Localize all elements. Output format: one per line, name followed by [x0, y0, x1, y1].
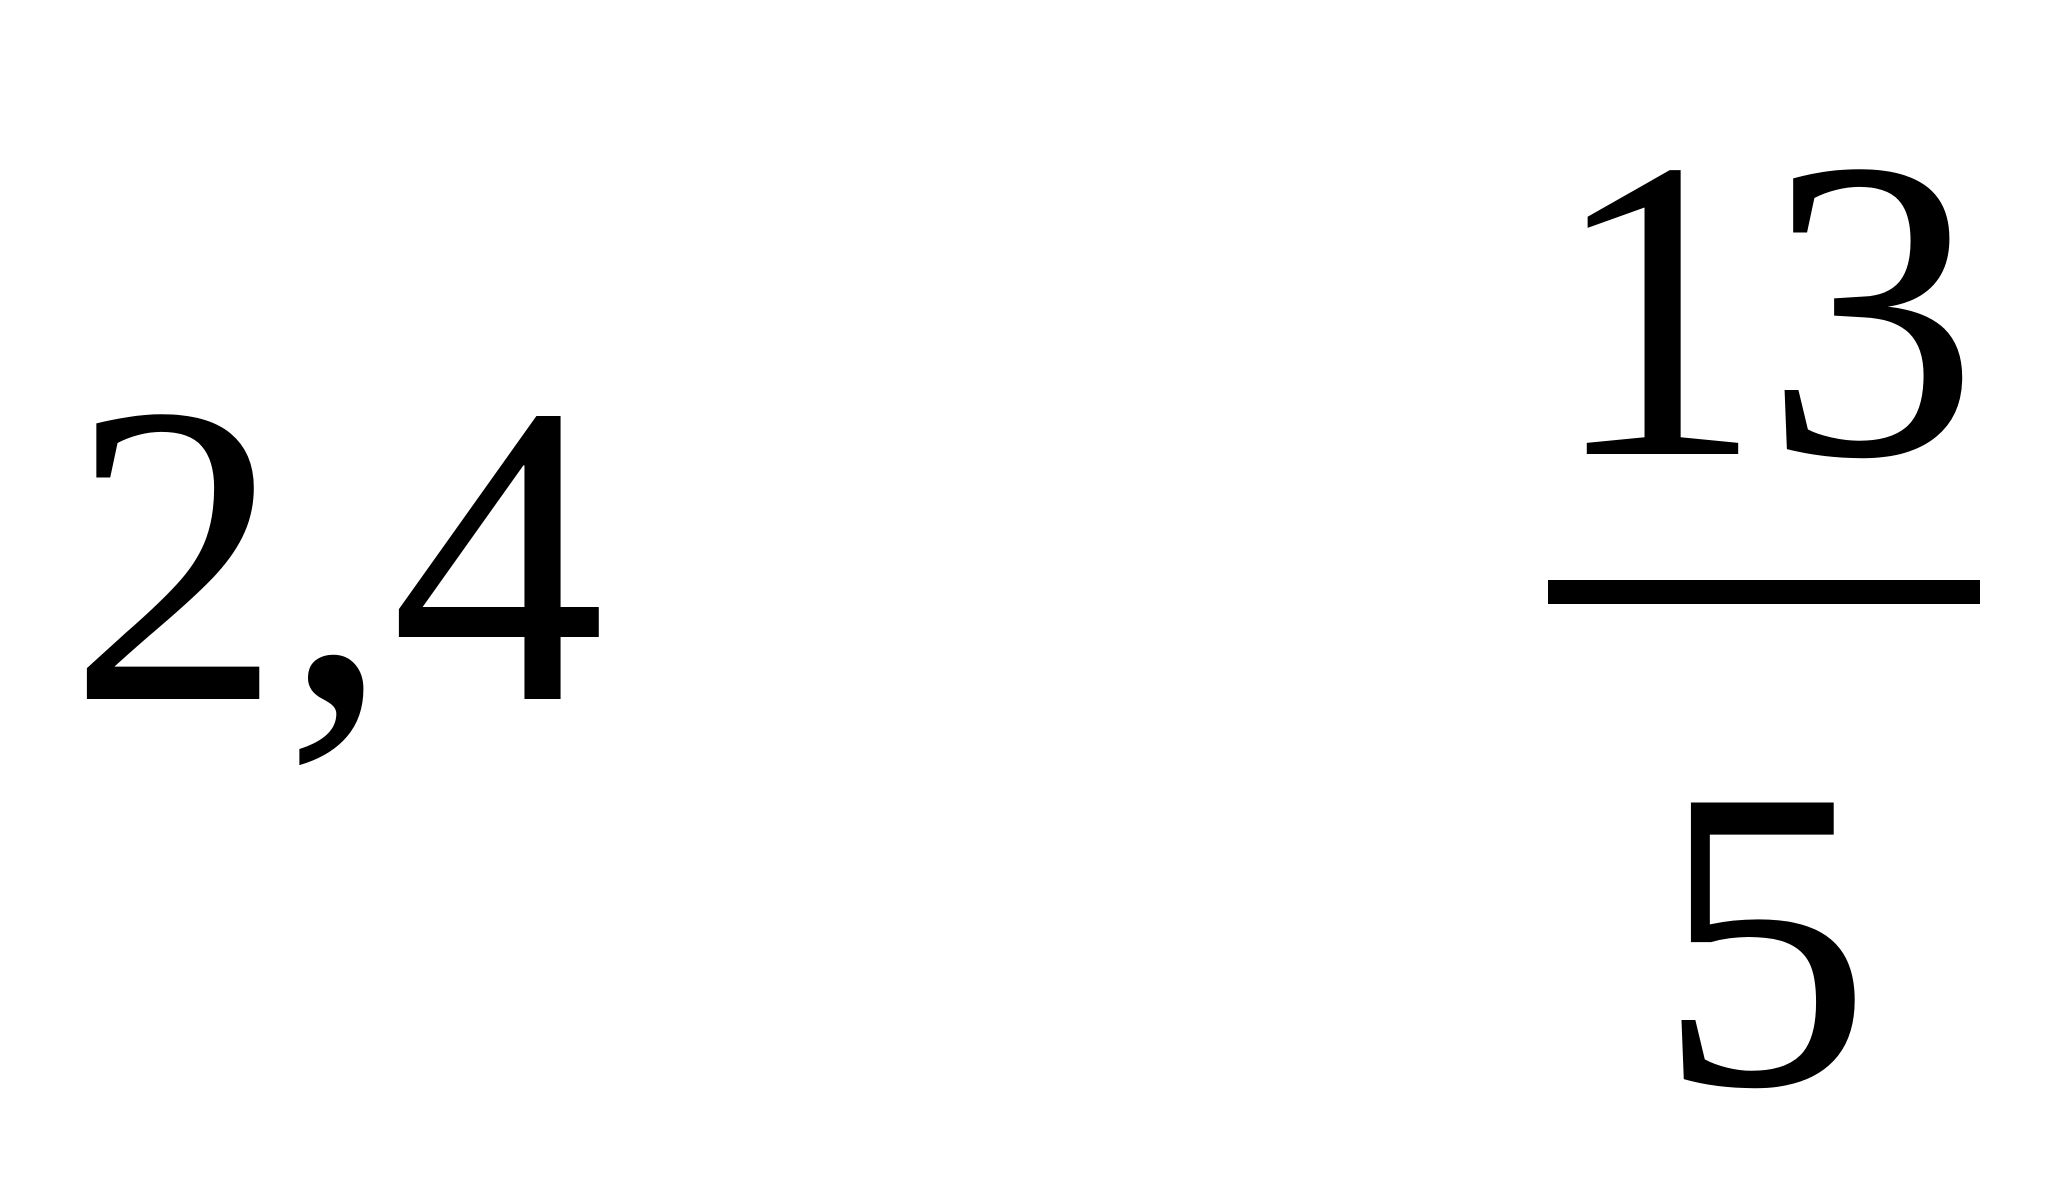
decimal-number: 2,4 [68, 317, 606, 793]
fraction-denominator: 5 [1656, 702, 1872, 1178]
fraction: 13 5 [1548, 72, 1980, 1155]
fraction-numerator: 13 [1549, 72, 1979, 548]
fraction-bar [1548, 580, 1980, 604]
